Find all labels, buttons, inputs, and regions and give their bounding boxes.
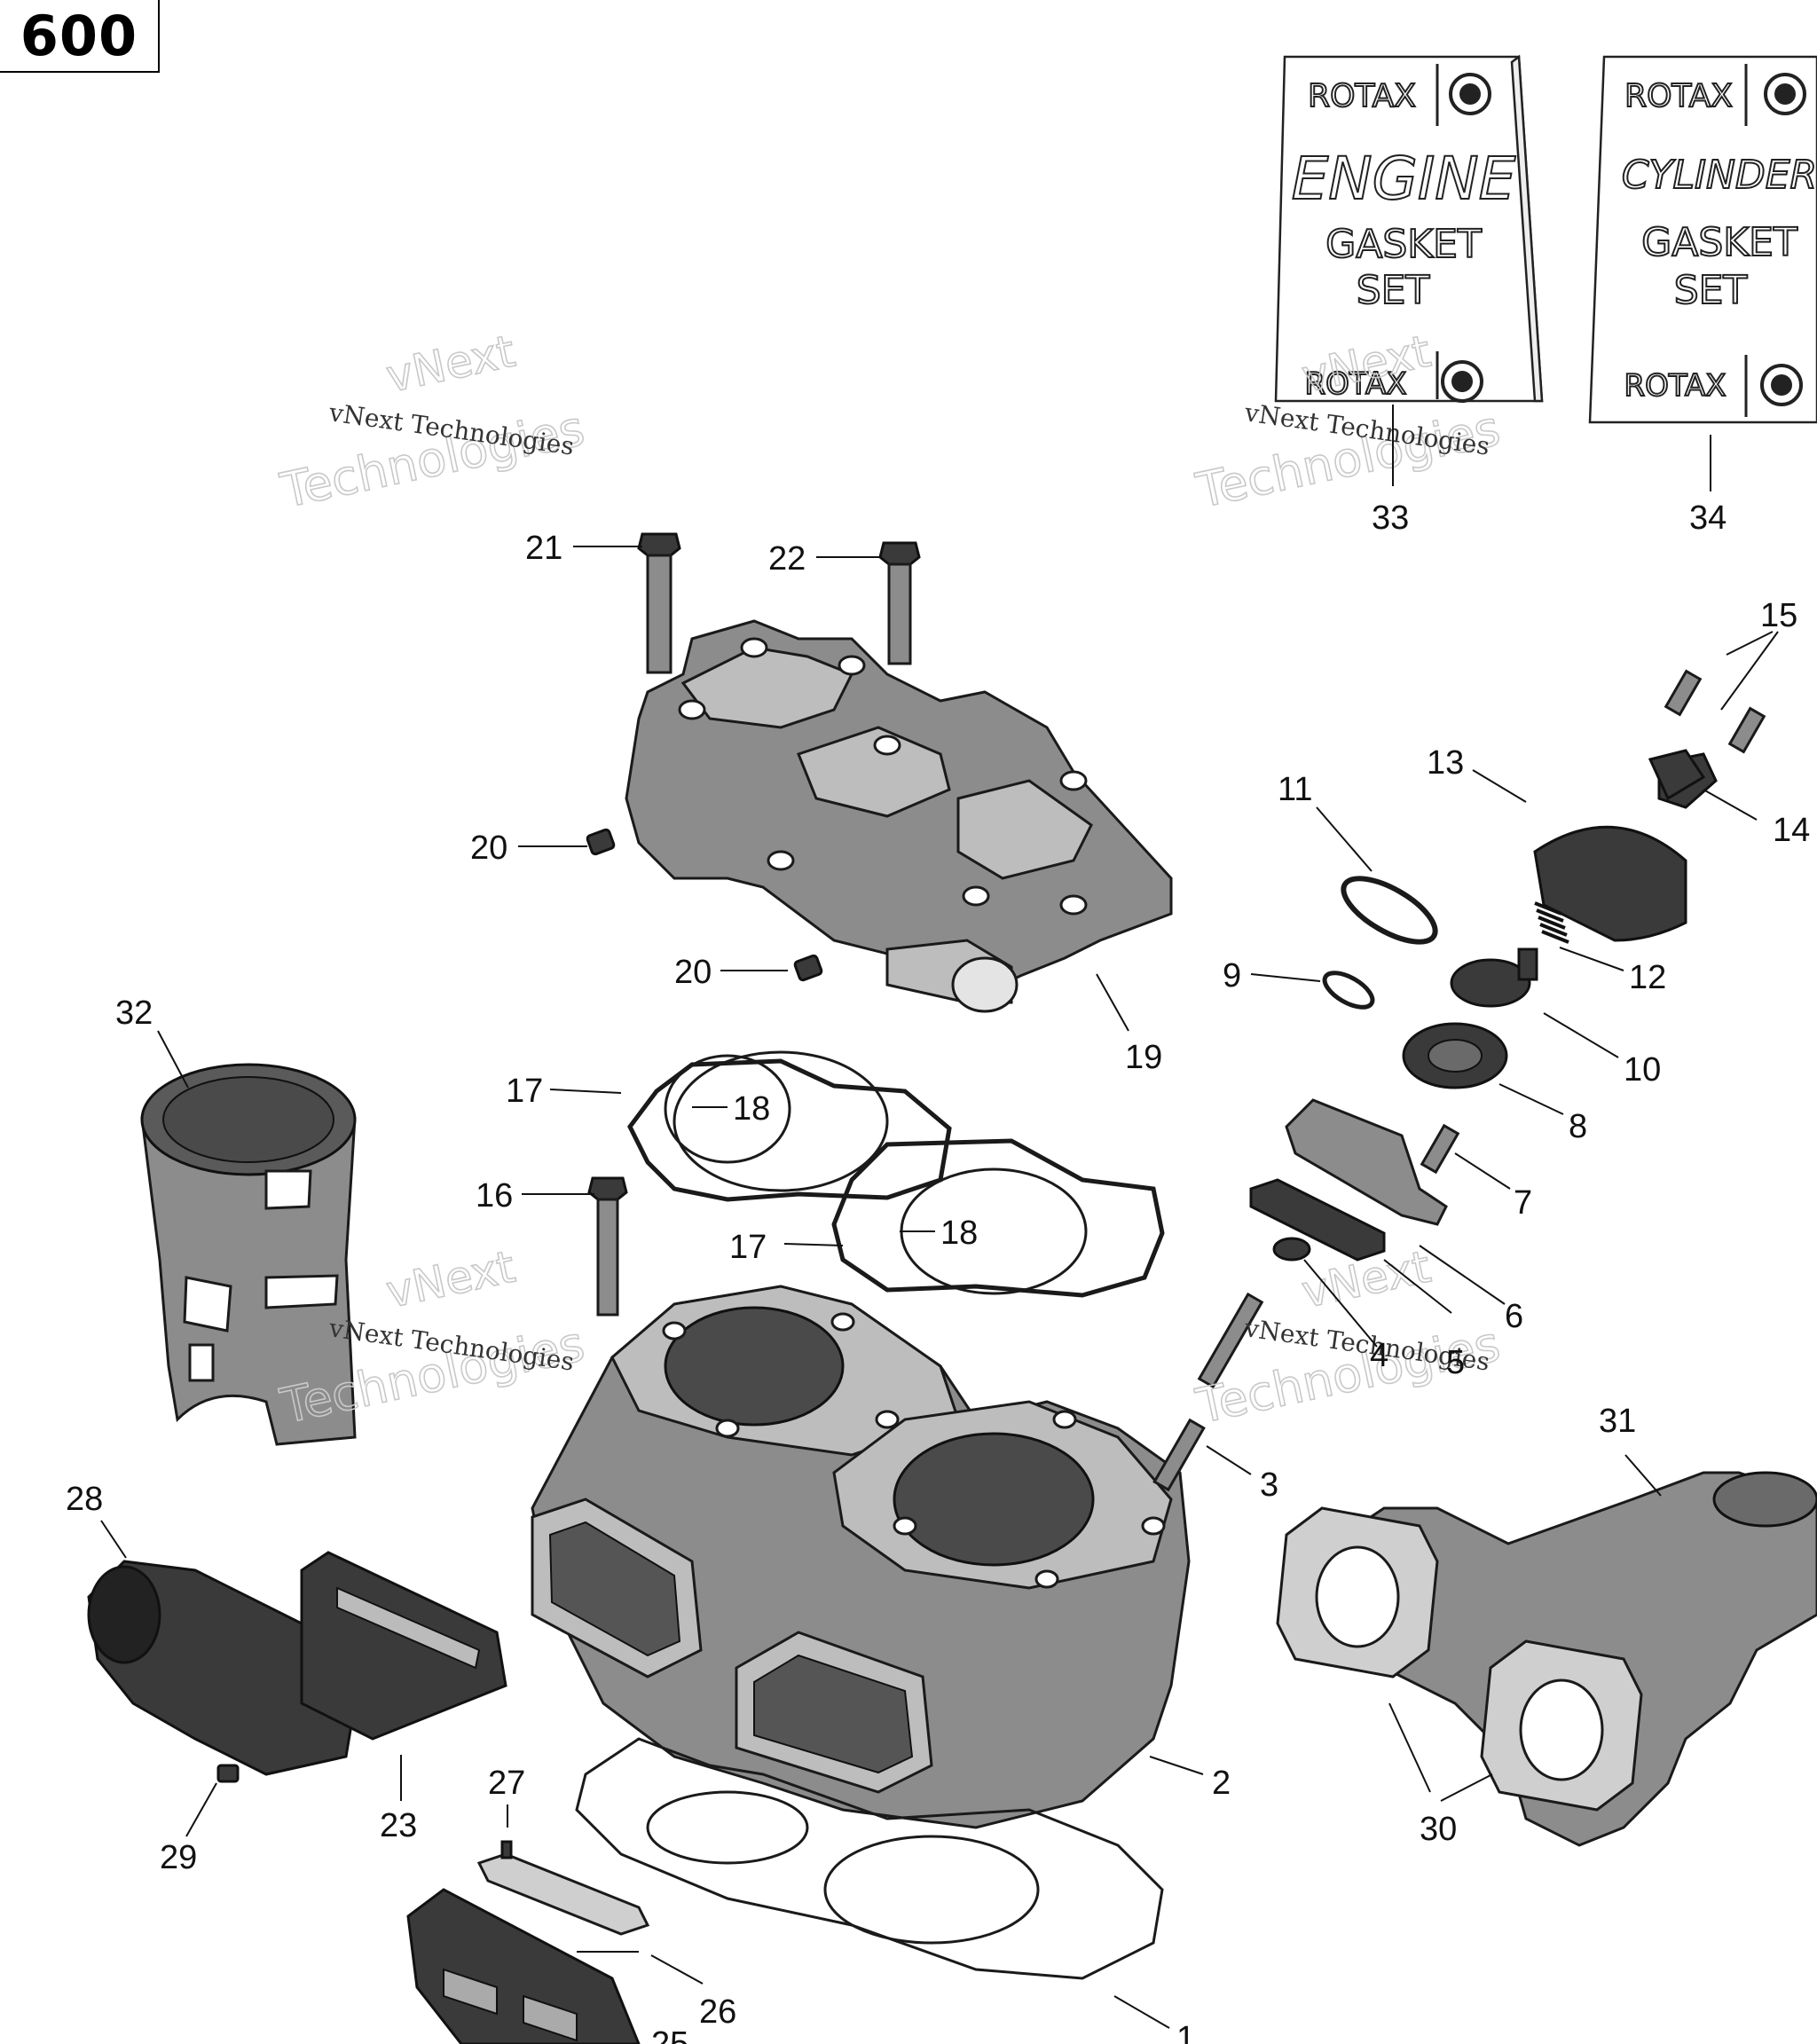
callout-3: 3 xyxy=(1260,1466,1278,1504)
callout-17-upper: 17 xyxy=(506,1073,543,1110)
o-ring-11 xyxy=(1341,876,1438,945)
callout-18-lower: 18 xyxy=(940,1215,978,1252)
watermark-big-1: vNext xyxy=(1297,1241,1435,1318)
callout-5: 5 xyxy=(1446,1344,1465,1381)
exhaust-gaskets xyxy=(1276,1506,1643,1812)
watermark-big-1: vNext xyxy=(381,326,519,403)
cylinder-gasket-set-package: ROTAX CYLINDER GASKET SET ROTAX xyxy=(1588,55,1817,424)
callout-29: 29 xyxy=(160,1839,197,1876)
callout-12: 12 xyxy=(1629,959,1666,996)
callout-7: 7 xyxy=(1514,1184,1532,1222)
callout-8: 8 xyxy=(1569,1108,1587,1145)
callout-33: 33 xyxy=(1372,499,1409,537)
callout-13: 13 xyxy=(1427,744,1464,782)
package-subtitle-2: SET xyxy=(1357,268,1430,313)
rave-screw-7 xyxy=(1420,1123,1460,1175)
intake-manifold xyxy=(87,1560,357,1776)
cylinder-head xyxy=(625,619,1173,1013)
callout-6: 6 xyxy=(1505,1298,1523,1335)
package-brand-bottom: ROTAX xyxy=(1304,366,1406,402)
package-brand-bottom: ROTAX xyxy=(1624,368,1726,404)
head-gasket-17-upper xyxy=(627,1054,952,1202)
rave-screw-15 xyxy=(1664,669,1766,754)
callout-21: 21 xyxy=(525,530,562,567)
callout-31: 31 xyxy=(1599,1403,1636,1440)
callout-10: 10 xyxy=(1624,1051,1661,1089)
reed-valve-block xyxy=(300,1551,507,1741)
callout-14: 14 xyxy=(1773,812,1810,849)
rave-seal-4 xyxy=(1272,1237,1311,1262)
rave-bellows xyxy=(1402,1022,1508,1089)
callout-23: 23 xyxy=(380,1807,417,1844)
package-subtitle: GASKET xyxy=(1641,220,1797,265)
callout-16: 16 xyxy=(476,1177,513,1215)
package-brand-top: ROTAX xyxy=(1308,78,1416,114)
package-brand-top: ROTAX xyxy=(1624,78,1733,114)
callout-18-upper: 18 xyxy=(733,1090,770,1128)
callout-26: 26 xyxy=(699,1993,736,2031)
rave-gasket xyxy=(1249,1178,1386,1262)
package-subtitle: GASKET xyxy=(1325,222,1482,267)
callout-30: 30 xyxy=(1420,1811,1457,1848)
callout-11: 11 xyxy=(1278,771,1312,808)
callout-22: 22 xyxy=(768,540,806,578)
rave-valve-cover xyxy=(1285,1098,1448,1226)
head-bolt-22 xyxy=(878,541,921,665)
head-plug-20-bottom xyxy=(793,954,823,982)
callout-27: 27 xyxy=(488,1765,525,1802)
engine-code-label: 600 xyxy=(0,0,160,73)
o-ring-9 xyxy=(1322,971,1375,1010)
callout-1: 1 xyxy=(1176,2020,1195,2044)
callout-32: 32 xyxy=(115,994,153,1032)
callout-34: 34 xyxy=(1689,499,1727,537)
callout-19: 19 xyxy=(1125,1039,1162,1076)
head-gasket-17-lower xyxy=(831,1138,1165,1298)
head-plug-20-top xyxy=(586,828,616,856)
rave-spring xyxy=(1534,901,1569,944)
cylinder-bolt-16 xyxy=(587,1176,628,1317)
watermark-top-left: vNext Technologies vNext Technologies xyxy=(275,325,590,520)
watermark-big-1: vNext xyxy=(381,1241,519,1318)
callout-labels: 1 2 3 4 5 6 7 8 9 10 11 12 13 14 15 16 1… xyxy=(66,499,1810,2044)
callout-2: 2 xyxy=(1212,1765,1231,1802)
rave-cap-14 xyxy=(1648,749,1706,801)
o-ring-18-upper xyxy=(673,1050,889,1192)
leader-lines xyxy=(100,405,1779,2029)
reed-screw-27 xyxy=(500,1840,513,1859)
cylinder-block xyxy=(531,1285,1191,1829)
package-title: ENGINE xyxy=(1292,145,1516,213)
callout-20-bottom: 20 xyxy=(674,954,712,991)
callout-4: 4 xyxy=(1370,1337,1388,1374)
engine-gasket-set-package: ROTAX ENGINE GASKET SET ROTAX xyxy=(1274,54,1544,403)
callout-15: 15 xyxy=(1760,597,1797,634)
base-gasket xyxy=(575,1737,1164,1980)
callout-17-lower: 17 xyxy=(729,1229,767,1266)
head-bolt-21 xyxy=(637,532,681,674)
intake-bolt-29 xyxy=(216,1764,240,1783)
callout-25: 25 xyxy=(651,2025,688,2044)
reed-cage-25 xyxy=(406,1888,641,2044)
rave-piston xyxy=(1450,947,1538,1008)
cylinder-sleeve xyxy=(140,1063,357,1446)
package-title: CYLINDER xyxy=(1622,153,1817,198)
rave-valve-slide xyxy=(1152,1292,1264,1492)
callout-28: 28 xyxy=(66,1481,103,1518)
package-subtitle-2: SET xyxy=(1674,268,1748,313)
callout-20-top: 20 xyxy=(470,829,507,867)
callout-9: 9 xyxy=(1223,957,1241,994)
